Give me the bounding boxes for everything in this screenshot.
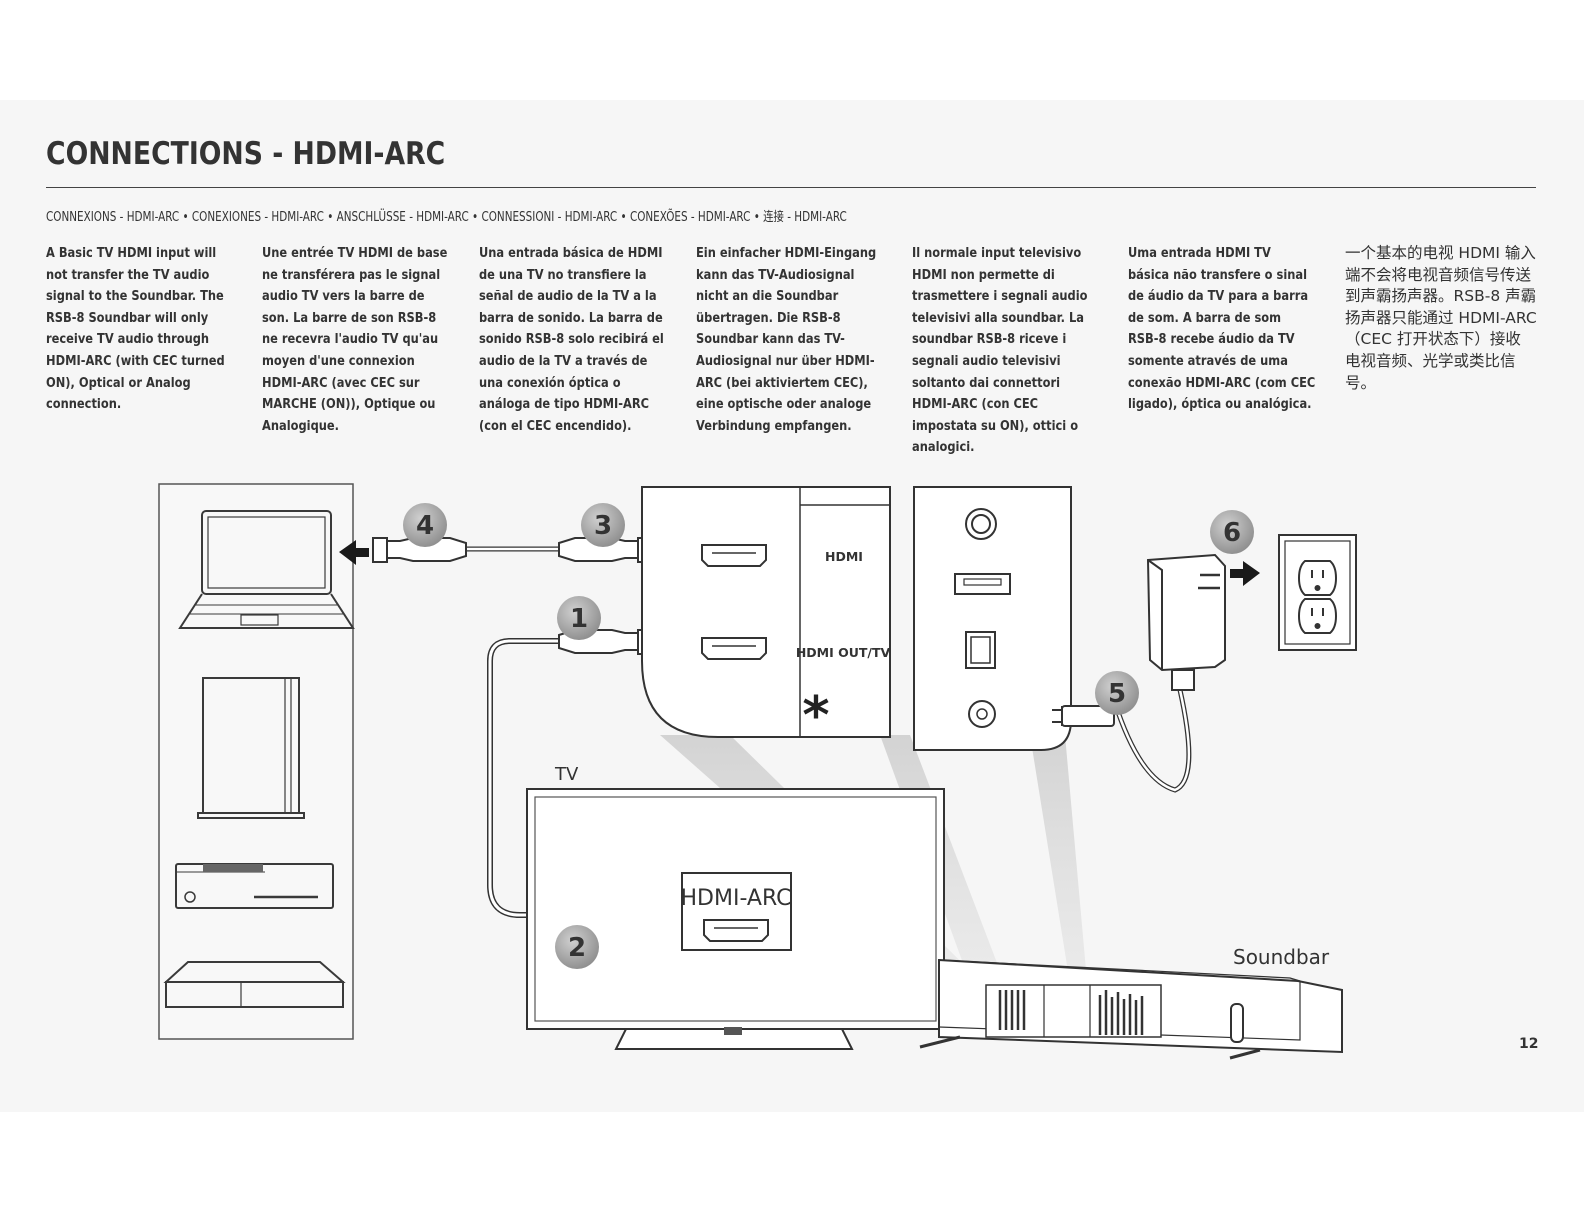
title-divider bbox=[46, 187, 1536, 188]
source-devices-panel bbox=[158, 483, 355, 1040]
port-label-hdmi: HDMI bbox=[825, 549, 863, 564]
text-column-es: Una entrada básica de HDMI de una TV no … bbox=[479, 246, 664, 434]
callout-6: 6 bbox=[1210, 510, 1254, 554]
svg-text:2: 2 bbox=[568, 933, 586, 963]
wall-outlet-icon bbox=[1278, 534, 1357, 651]
laptop-icon bbox=[178, 510, 355, 629]
media-console-icon bbox=[175, 863, 334, 909]
soundbar-illustration bbox=[919, 958, 1343, 1060]
text-column-en: A Basic TV HDMI input will not transfer … bbox=[46, 246, 225, 413]
svg-text:1: 1 bbox=[570, 604, 588, 634]
text-column-it: Il normale input televisivo HDMI non per… bbox=[912, 246, 1088, 456]
port-label-hdmi-out: HDMI OUT/TV bbox=[796, 645, 891, 660]
soundbar-label: Soundbar bbox=[1233, 945, 1330, 969]
callout-1: 1 bbox=[557, 596, 601, 640]
text-column-pt: Uma entrada HDMI TV básica não transfere… bbox=[1128, 246, 1316, 413]
svg-text:5: 5 bbox=[1108, 679, 1126, 709]
svg-text:3: 3 bbox=[594, 511, 612, 541]
soundbar-audio-panel bbox=[913, 486, 1072, 751]
page-title: CONNECTIONS - HDMI-ARC bbox=[46, 136, 446, 172]
text-column-zh: 一个基本的电视 HDMI 输入端不会将电视音频信号传送到声霸扬声器。RSB-8 … bbox=[1345, 244, 1537, 392]
soundbar-hdmi-panel bbox=[641, 486, 891, 738]
callout-2: 2 bbox=[555, 925, 599, 969]
page-subtitle: CONNEXIONS - HDMI-ARC • CONEXIONES - HDM… bbox=[46, 210, 847, 225]
power-adapter bbox=[1052, 553, 1226, 793]
page-number: 12 bbox=[1519, 1036, 1539, 1052]
tv-port-label: HDMI-ARC bbox=[680, 886, 791, 911]
text-column-fr: Une entrée TV HDMI de base ne transférer… bbox=[262, 246, 448, 434]
svg-text:6: 6 bbox=[1223, 518, 1241, 548]
disc-player-icon bbox=[163, 961, 346, 1008]
asterisk-mark: * bbox=[802, 686, 829, 746]
svg-text:4: 4 bbox=[416, 511, 434, 541]
callout-5: 5 bbox=[1095, 671, 1139, 715]
game-console-icon bbox=[197, 677, 305, 819]
callout-3: 3 bbox=[581, 503, 625, 547]
tv-label: TV bbox=[554, 764, 579, 785]
tv-illustration bbox=[526, 788, 945, 1050]
callout-4: 4 bbox=[403, 503, 447, 547]
text-column-de: Ein einfacher HDMI-Eingang kann das TV-A… bbox=[696, 246, 877, 434]
